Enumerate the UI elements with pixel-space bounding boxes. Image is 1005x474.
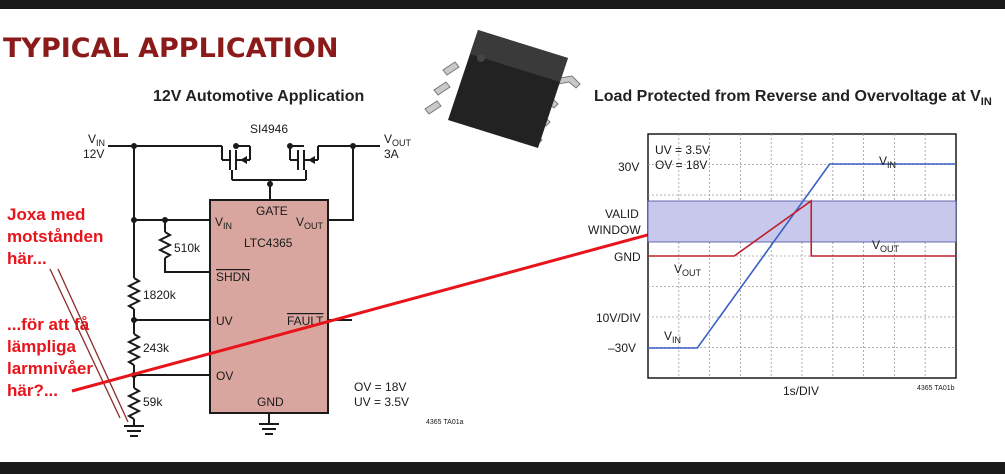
y-label-div: 10V/DIV xyxy=(596,311,641,325)
x-label-div: 1s/DIV xyxy=(783,384,819,398)
scope-ref: 4365 TA01b xyxy=(917,385,955,392)
y-label-valid: VALID xyxy=(605,207,639,221)
schematic-ref: 4365 TA01a xyxy=(426,419,464,426)
mosfet-part-label: SI4946 xyxy=(250,122,288,136)
resistor-243k-label: 243k xyxy=(143,341,170,355)
section-title: TYPICAL APPLICATION xyxy=(3,33,338,64)
scope-uv-setting: UV = 3.5V xyxy=(655,143,710,157)
node-dot xyxy=(287,143,293,149)
mosfet-2-symbol xyxy=(289,145,319,180)
resistor-1820k-label: 1820k xyxy=(143,288,177,302)
svg-text:lämpliga: lämpliga xyxy=(7,337,77,356)
resistor-59k-label: 59k xyxy=(143,395,163,409)
y-label-30v: 30V xyxy=(618,160,639,174)
resistor-510k-label: 510k xyxy=(174,241,201,255)
ground-symbol xyxy=(124,425,144,437)
schematic: 12V Automotive Application VIN 12V VOUT … xyxy=(83,88,464,437)
ic-pin-gnd: GND xyxy=(257,395,284,409)
annotation-note-2: ...för att få lämpliga larmnivåer här?..… xyxy=(7,315,93,400)
scope-caption: Load Protected from Reverse and Overvolt… xyxy=(594,88,992,108)
top-border-bar xyxy=(0,0,1005,9)
schematic-caption: 12V Automotive Application xyxy=(153,88,364,105)
ground-symbol xyxy=(259,423,279,435)
resistor-510k xyxy=(157,231,173,259)
resistor-243k xyxy=(126,333,142,366)
ic-package-illustration xyxy=(424,30,581,148)
ic-pin-shdn: SHDN xyxy=(216,270,250,284)
trace-vin xyxy=(648,163,956,349)
node-dot xyxy=(233,143,239,149)
vout-current: 3A xyxy=(384,147,399,161)
vout-feedback-wire xyxy=(328,146,354,221)
ic-pin-ov: OV xyxy=(216,369,233,383)
resistor-1820k xyxy=(126,277,142,310)
svg-text:larmnivåer: larmnivåer xyxy=(7,359,93,378)
y-label-neg30v: –30V xyxy=(608,341,636,355)
svg-text:...för att få: ...för att få xyxy=(7,315,90,334)
spec-ov: OV = 18V xyxy=(354,380,406,394)
vin-voltage: 12V xyxy=(83,147,104,161)
ic-pin-fault: FAULT xyxy=(287,314,324,328)
ltc4365-ic-body xyxy=(209,199,329,414)
bottom-border-bar xyxy=(0,462,1005,474)
resistor-59k xyxy=(126,387,142,420)
vin-label: VIN xyxy=(88,132,105,148)
svg-text:motstånden: motstånden xyxy=(7,227,103,246)
svg-text:här...: här... xyxy=(7,249,47,268)
y-label-window: WINDOW xyxy=(588,223,641,237)
trace-vout xyxy=(648,199,956,257)
ic-part-name: LTC4365 xyxy=(244,236,293,250)
annotation-note-1: Joxa med motstånden här... xyxy=(7,205,103,268)
ic-pin-gate: GATE xyxy=(256,204,288,218)
mosfet-1-symbol xyxy=(221,145,251,180)
spec-uv: UV = 3.5V xyxy=(354,395,409,409)
node-dot xyxy=(131,217,137,223)
scope-ov-setting: OV = 18V xyxy=(655,158,707,172)
svg-text:Joxa med: Joxa med xyxy=(7,205,85,224)
ic-pin-uv: UV xyxy=(216,314,233,328)
scope-traces xyxy=(648,163,956,349)
vout-label: VOUT xyxy=(384,132,412,148)
node-dot xyxy=(131,317,137,323)
annotation-arrow xyxy=(71,222,689,393)
scope-plot: Load Protected from Reverse and Overvolt… xyxy=(588,88,992,398)
annotation-pointer-lines xyxy=(49,268,129,423)
y-label-gnd: GND xyxy=(614,250,641,264)
svg-text:här?...: här?... xyxy=(7,381,58,400)
